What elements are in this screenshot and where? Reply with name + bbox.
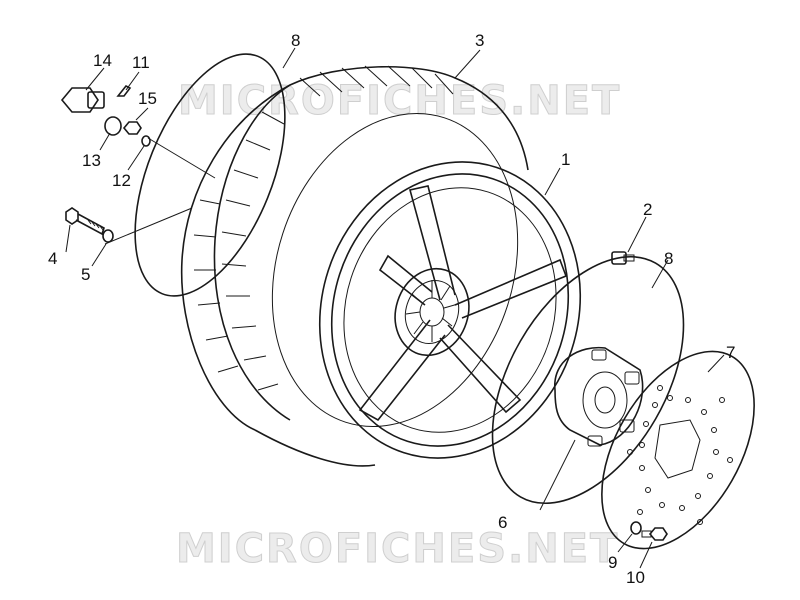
callout-3: 3: [475, 31, 484, 50]
watermark-top: MICROFICHES.NET: [178, 78, 621, 124]
callout-10: 10: [626, 568, 645, 587]
o-ring-right: [491, 255, 685, 505]
spacer: [104, 116, 122, 136]
leader-lines: [65, 47, 725, 569]
callout-8-top: 8: [291, 31, 300, 50]
callout-12: 12: [112, 171, 131, 190]
disc-bolt: [641, 527, 668, 541]
valve: [611, 251, 635, 265]
callout-7: 7: [726, 343, 735, 362]
callout-5: 5: [81, 265, 90, 284]
callout-9: 9: [608, 553, 617, 572]
washer-small: [141, 135, 151, 147]
callout-2: 2: [643, 200, 652, 219]
callout-8-right: 8: [664, 249, 673, 268]
bolt: [65, 207, 105, 236]
watermark-bottom: MICROFICHES.NET: [176, 526, 619, 572]
callout-4: 4: [48, 249, 57, 268]
nut: [122, 121, 142, 135]
callout-6: 6: [498, 513, 507, 532]
wheel-rim: [318, 161, 582, 459]
disc-washer: [630, 521, 642, 535]
axle-nut: [60, 87, 105, 113]
clip: [116, 84, 132, 97]
tyre: [180, 65, 529, 467]
hub-flange: [554, 346, 644, 447]
callout-1: 1: [561, 150, 570, 169]
washer: [102, 229, 114, 243]
o-ring-left: [134, 53, 286, 297]
callout-15: 15: [138, 89, 157, 108]
callout-14: 14: [93, 51, 112, 70]
callout-13: 13: [82, 151, 101, 170]
callout-11: 11: [132, 53, 150, 72]
